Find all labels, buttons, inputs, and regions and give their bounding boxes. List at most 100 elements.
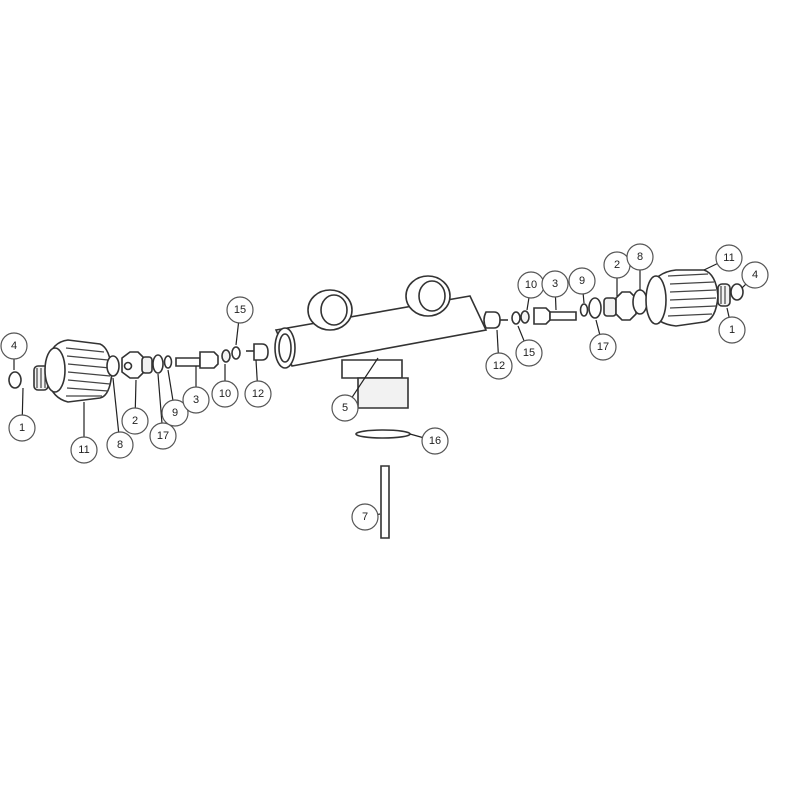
callout-label: 7 [362,511,368,523]
callout-circle [226,296,254,324]
leader-line [582,293,585,304]
callout-2: 2 [121,379,149,435]
leader-line [255,359,258,382]
callout-15: 15 [226,296,254,346]
callout-10: 10 [517,271,545,311]
callout-12: 12 [244,359,272,408]
part-10-right-seat [520,310,530,324]
callout-circle [0,332,28,360]
callout-label: 12 [252,388,264,400]
callout-label: 10 [525,279,537,291]
part-17-left-oring [152,354,164,374]
callout-label: 15 [523,347,535,359]
callout-4: 4 [741,261,769,289]
callout-circle [351,503,379,531]
callout-circle [485,352,513,380]
callout-11: 11 [70,402,98,464]
part-2-left-spindle-nut [121,351,153,379]
callout-label: 12 [493,360,505,372]
part-4-right-cap [730,283,744,301]
callout-label: 4 [752,269,758,281]
part-15-left-oring [231,346,241,360]
leader-line [554,296,557,311]
callout-label: 9 [172,407,178,419]
callout-label: 8 [117,439,123,451]
part-2-right-spindle-nut [603,291,637,321]
callout-17: 17 [589,319,617,361]
part-9-left-washer [163,355,173,369]
right-valve-assembly [483,269,744,329]
callout-circle [121,407,149,435]
callout-label: 3 [552,278,558,290]
callout-label: 17 [597,341,609,353]
callout-label: 10 [219,388,231,400]
callout-12: 12 [485,329,513,380]
part-12-right-seat-cap [483,311,508,329]
callout-7: 7 [351,503,381,531]
callout-label: 17 [157,430,169,442]
part-9-right-washer [579,303,589,317]
callout-1: 1 [718,307,746,344]
part-4-left-cap [8,371,22,389]
callout-label: 9 [579,275,585,287]
leader-line [726,307,730,318]
leader-line [526,297,530,311]
leader-line [703,263,718,271]
callout-circle [421,427,449,455]
callout-circle [70,436,98,464]
part-3-right-spindle [533,307,577,325]
callout-9: 9 [161,369,189,427]
part-11-left-handwheel [44,339,113,403]
part-17-right-oring [588,297,602,319]
callout-label: 11 [78,444,89,456]
callout-3: 3 [182,366,210,414]
leader-line [351,357,379,398]
callout-circle [182,386,210,414]
callout-3: 3 [541,270,569,311]
callout-circle [715,244,743,272]
callout-4: 4 [0,332,28,370]
callout-9: 9 [568,267,596,304]
callout-5: 5 [331,357,379,422]
leader-line [21,387,24,416]
leader-line [496,329,499,354]
callout-11: 11 [703,244,743,272]
part-8-right-washer [632,289,648,315]
part-8-left-washer [106,355,120,377]
callout-circle [515,339,543,367]
part-3-left-spindle [175,351,219,369]
callout-17: 17 [149,373,177,450]
leader-line [517,325,525,342]
part-15-right-oring [511,311,521,325]
callout-label: 5 [342,402,348,414]
callout-label: 1 [19,422,25,434]
callout-label: 1 [729,324,735,336]
callout-circle [211,380,239,408]
callout-circle [589,333,617,361]
callout-circle [244,380,272,408]
callout-circle [741,261,769,289]
callout-label: 2 [132,415,138,427]
part-1-right-threaded-insert [717,283,731,307]
callout-15: 15 [515,325,543,367]
left-valve-assembly [8,339,269,403]
leader-line [235,322,240,346]
callout-2: 2 [603,251,631,296]
leader-line [112,377,120,433]
leader-line [167,369,174,401]
callout-8: 8 [106,377,134,459]
callout-10: 10 [211,364,239,408]
callout-1: 1 [8,387,36,442]
callout-label: 3 [193,394,199,406]
callout-label: 4 [11,340,17,352]
callout-circle [8,414,36,442]
leader-line [595,319,601,335]
part-10-left-seat [221,349,231,363]
callout-label: 11 [723,252,734,264]
callout-circle [718,316,746,344]
callout-circle [626,243,654,271]
part-7-dip-tube [380,465,390,539]
callout-label: 16 [429,435,441,447]
callout-circle [106,431,134,459]
